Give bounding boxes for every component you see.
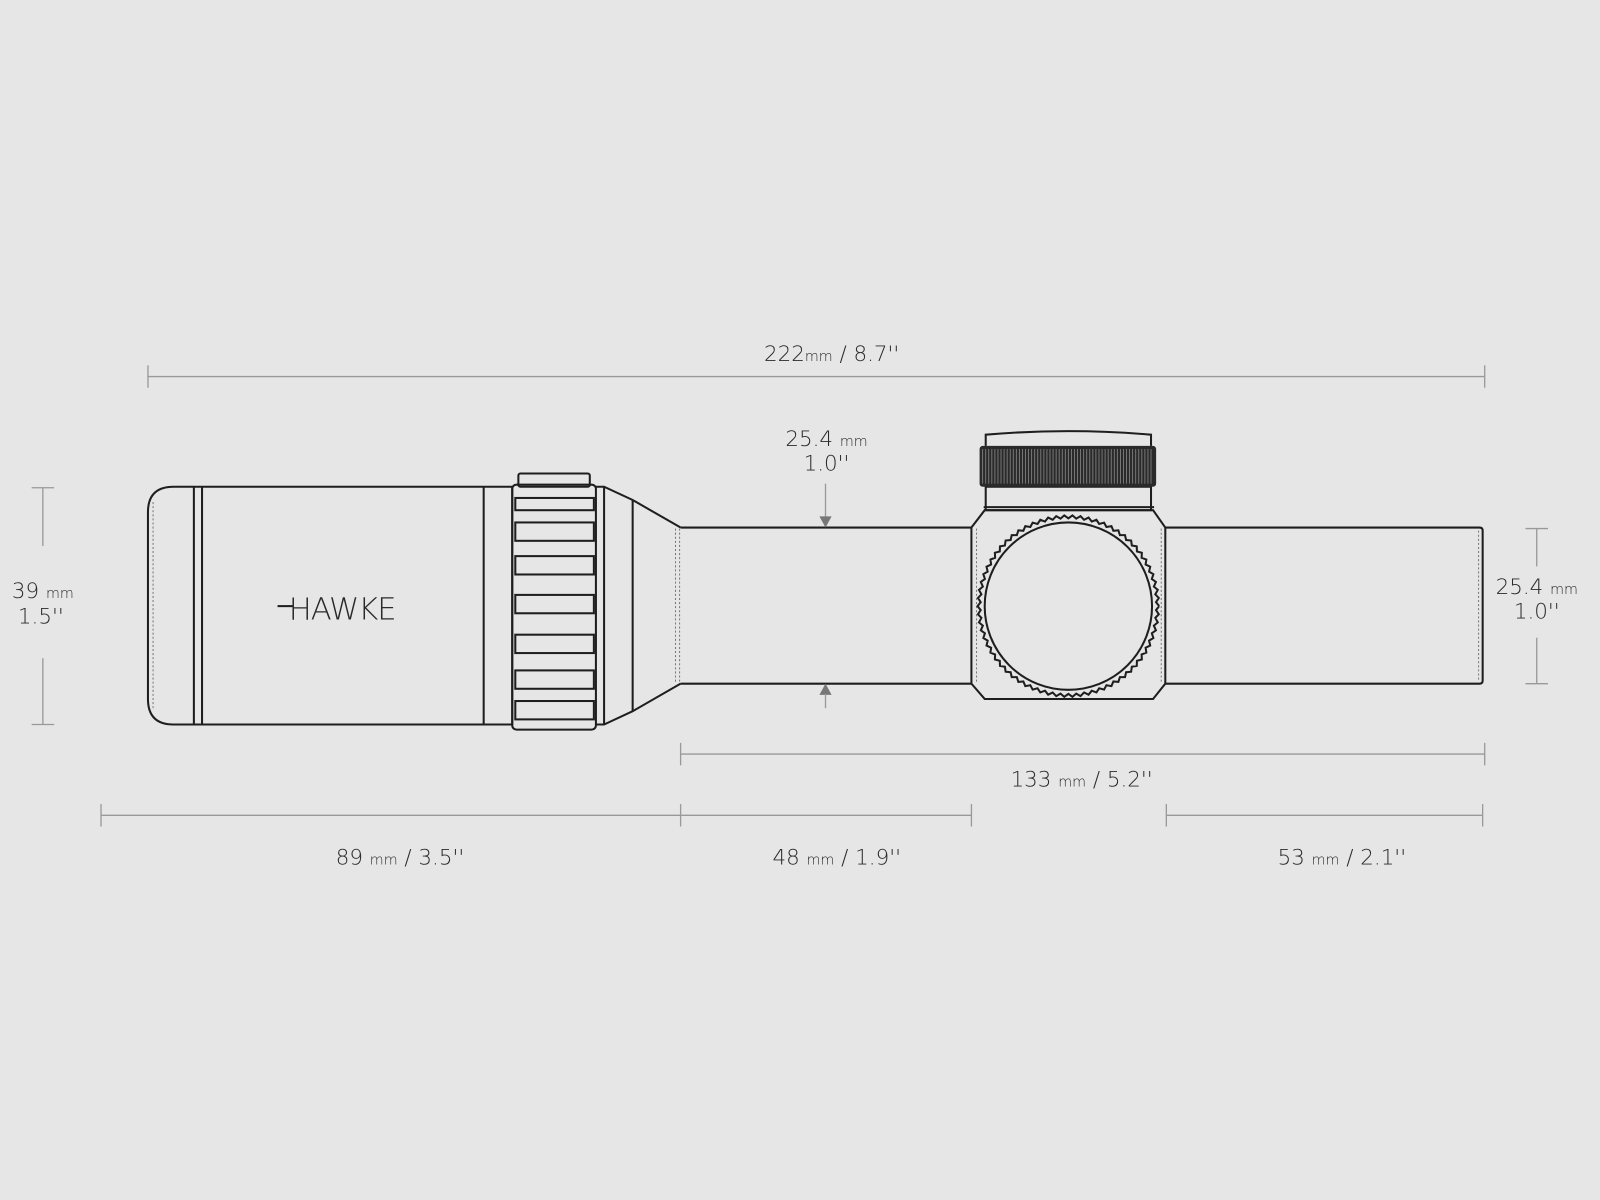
objective-diameter-dimension: 39 mm 1.5'' (12, 487, 74, 726)
arrow-down-icon (819, 516, 832, 528)
eyepiece-length-label: 89 mm / 3.5'' (336, 845, 465, 870)
mountable-length-dimension: 133 mm / 5.2'' (679, 742, 1486, 793)
segment-dimensions: 89 mm / 3.5'' 48 mm / 1.9'' 53 mm / 2.1'… (100, 804, 1484, 870)
tube-diameter-right-dimension: 25.4 mm 1.0'' (1496, 527, 1578, 685)
rear-tube-length-label: 53 mm / 2.1'' (1278, 845, 1407, 870)
tube-diameter-center-mm: 25.4 mm (785, 427, 867, 452)
ring-ridge (514, 633, 595, 655)
objective-diameter-in: 1.5'' (18, 604, 64, 629)
svg-text:HAWKE: HAWKE (289, 592, 396, 627)
ring-ridge (514, 521, 595, 542)
front-tube (680, 526, 972, 685)
overall-length-label: 222mm / 8.7'' (764, 342, 899, 367)
eyepiece-body: HAWKE (146, 485, 514, 726)
knurled-dial-edge (976, 514, 1161, 699)
ring-ridge (514, 700, 595, 721)
ring-ridge (514, 555, 595, 576)
ring-ridge (514, 496, 595, 512)
elevation-turret[interactable] (979, 430, 1157, 487)
arrow-up-icon (819, 683, 832, 695)
tube-diameter-right-in: 1.0'' (1514, 599, 1560, 624)
mountable-length-label: 133 mm / 5.2'' (1011, 768, 1153, 793)
hawke-logo: HAWKE (277, 592, 397, 627)
turret-saddle (970, 430, 1167, 700)
overall-length-dimension: 222mm / 8.7'' (147, 342, 1486, 388)
front-tube-length-label: 48 mm / 1.9'' (772, 845, 901, 870)
ocular-taper (595, 485, 682, 726)
ring-ridge (514, 593, 595, 615)
magnification-ring[interactable] (511, 472, 597, 731)
objective-tube (1165, 526, 1484, 685)
tube-diameter-right-mm: 25.4 mm (1496, 575, 1578, 600)
tube-diameter-center-in: 1.0'' (804, 451, 850, 476)
objective-diameter-mm: 39 mm (12, 579, 74, 604)
tube-diameter-center-dimension: 25.4 mm 1.0'' (785, 427, 868, 709)
ring-ridge (514, 669, 595, 690)
